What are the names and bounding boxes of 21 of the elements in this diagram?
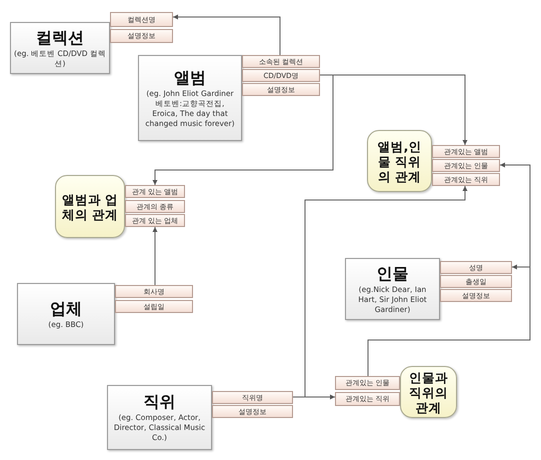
connector-arrow <box>152 74 334 186</box>
relation-box <box>367 130 432 192</box>
entity-box <box>138 55 242 141</box>
entity-box <box>345 258 440 320</box>
relation-title: 앨범,인물 직위의 관계 <box>376 138 422 184</box>
connector-arrow <box>152 226 158 286</box>
entity-title: 업체 <box>50 298 82 318</box>
entity-title: 인물 <box>376 264 408 282</box>
entity-title: 앨범 <box>174 68 206 86</box>
connector-arrow <box>368 264 530 376</box>
entity-title: 직위 <box>144 392 176 411</box>
relation-box <box>400 366 457 418</box>
entity-title: 컬렉션 <box>36 28 84 46</box>
connector-arrow <box>172 14 280 56</box>
entity-box <box>17 283 115 345</box>
relation-box <box>55 175 125 238</box>
relation-title: 앨범과 업체의 관계 <box>60 192 120 222</box>
entity-box <box>10 22 110 74</box>
connector-arrow <box>292 394 336 400</box>
entity-box <box>107 385 212 450</box>
relation-title: 인물과 직위의 관계 <box>408 370 449 414</box>
